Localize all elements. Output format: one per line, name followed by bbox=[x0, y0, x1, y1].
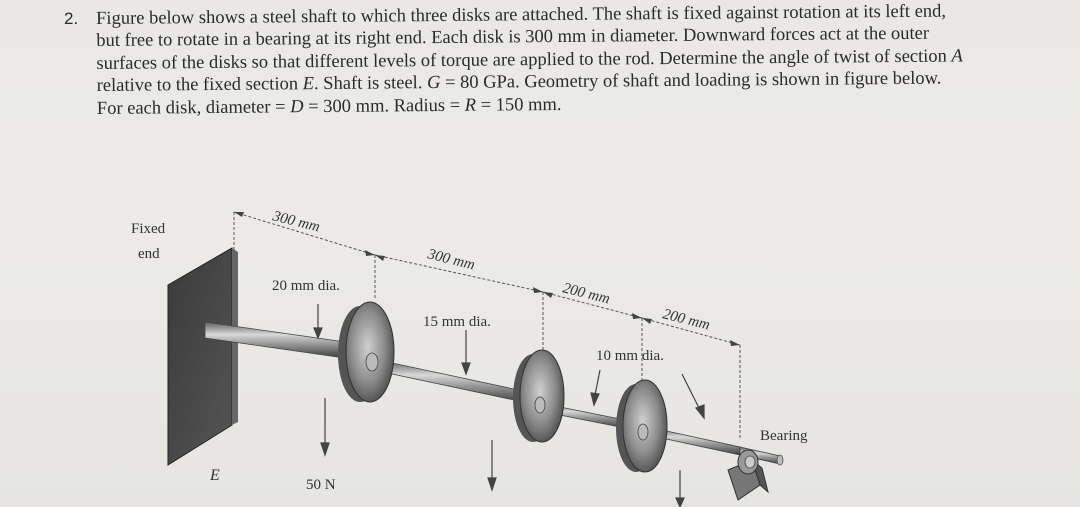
problem-number: 2. bbox=[64, 9, 79, 28]
diameter-label-3: 10 mm dia. bbox=[596, 348, 664, 364]
disk-2 bbox=[513, 349, 565, 443]
dimension-label-4: 200 mm bbox=[661, 306, 712, 333]
disk-3 bbox=[616, 379, 668, 473]
dimension-label-3: 200 mm bbox=[561, 280, 612, 307]
force-arrows bbox=[313, 304, 705, 507]
dimension-lines bbox=[233, 211, 741, 440]
svg-text:Fixed: Fixed bbox=[131, 221, 166, 237]
section-e-label: E bbox=[209, 467, 220, 484]
fixed-wall bbox=[167, 247, 238, 466]
dimension-label-1: 300 mm bbox=[270, 208, 321, 235]
diameter-label-1: 20 mm dia. bbox=[272, 278, 340, 294]
disk-1 bbox=[338, 301, 395, 403]
dimension-label-2: 300 mm bbox=[425, 246, 476, 273]
diameter-label-2: 15 mm dia. bbox=[423, 314, 491, 330]
force-label: 50 N bbox=[306, 477, 336, 493]
shaft bbox=[204, 321, 784, 466]
bearing bbox=[727, 449, 769, 501]
bearing-label: Bearing bbox=[760, 428, 808, 444]
dimension-arrows bbox=[234, 212, 740, 346]
fixed-end-label: Fixed end bbox=[131, 221, 166, 262]
problem-statement: 2. Figure below shows a steel shaft to w… bbox=[64, 2, 964, 120]
svg-text:end: end bbox=[138, 246, 160, 262]
